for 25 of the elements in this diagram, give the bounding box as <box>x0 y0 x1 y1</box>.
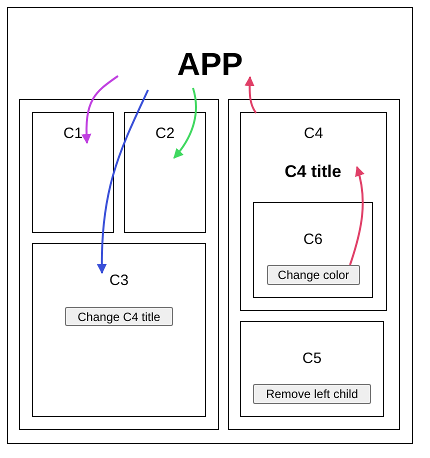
component-box <box>253 202 373 298</box>
component-box <box>32 243 206 417</box>
panel <box>19 99 219 430</box>
app-title: APP <box>177 46 243 83</box>
component-label: C5 <box>302 350 322 367</box>
app-frame <box>7 7 413 444</box>
arrow <box>349 166 364 266</box>
arrow <box>173 88 197 159</box>
component-label: C6 <box>303 231 323 248</box>
component-box <box>240 321 384 417</box>
component-label: C2 <box>155 125 175 142</box>
panel <box>228 99 400 430</box>
change-color-button: Change color <box>267 265 360 285</box>
component-title: C4 title <box>263 160 363 184</box>
component-label: C3 <box>109 272 129 289</box>
arrow <box>82 75 119 144</box>
remove-child-button: Remove left child <box>253 384 371 404</box>
component-label: C1 <box>63 125 83 142</box>
component-box <box>124 112 206 233</box>
component-box <box>240 112 387 311</box>
arrow <box>96 90 149 274</box>
component-label: C4 <box>304 125 324 142</box>
arrow <box>244 76 257 114</box>
component-box <box>32 112 114 233</box>
change-title-button: Change C4 title <box>65 307 173 326</box>
